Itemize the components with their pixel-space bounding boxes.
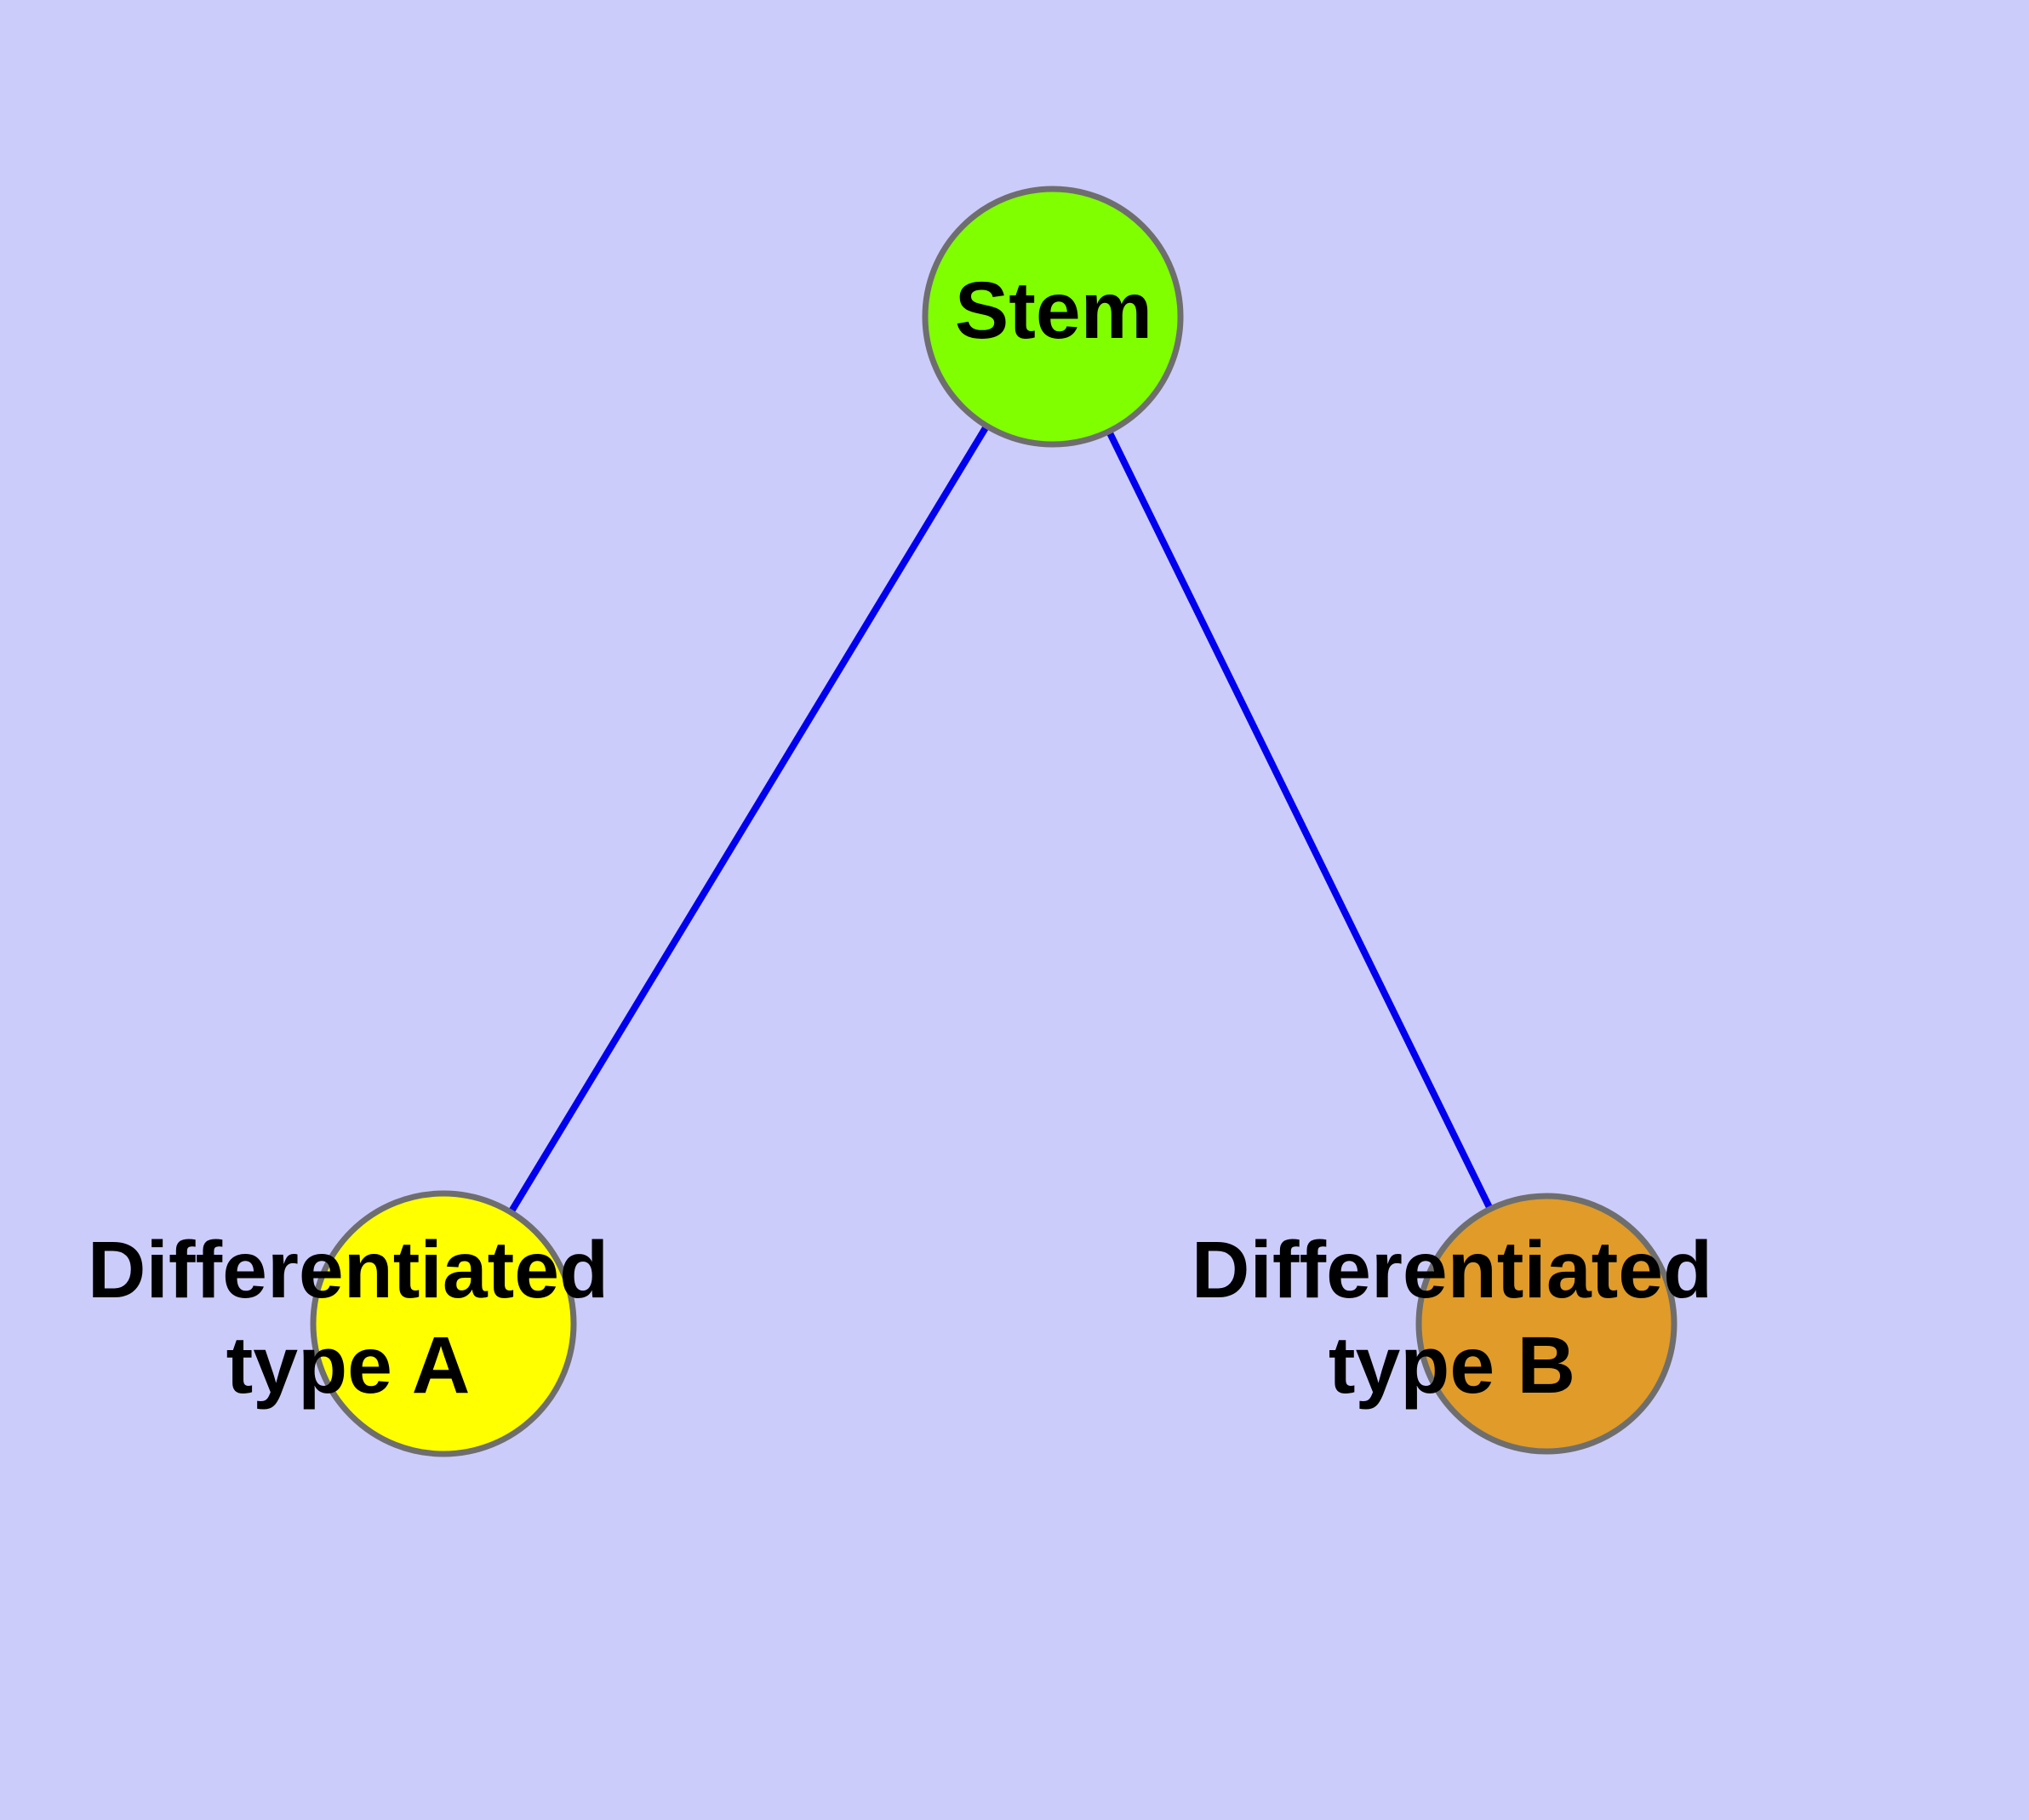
node-diff_b[interactable] — [1415, 1193, 1677, 1455]
edge-stem-to-diff_b — [1049, 315, 1550, 1325]
node-label-line: type A — [226, 1320, 471, 1411]
edge-stem-to-diff_a — [440, 314, 1056, 1326]
node-stem[interactable] — [922, 186, 1184, 448]
node-label-line: Differentiated — [1192, 1225, 1712, 1315]
node-diff_a[interactable] — [310, 1190, 577, 1457]
node-label-line: Differentiated — [88, 1225, 609, 1315]
nodes-layer — [310, 186, 1677, 1457]
node-label-line: type B — [1329, 1320, 1575, 1411]
node-label-line: Stem — [955, 266, 1152, 356]
node-label-stem: Stem — [955, 266, 1152, 356]
edges-layer — [440, 314, 1550, 1326]
